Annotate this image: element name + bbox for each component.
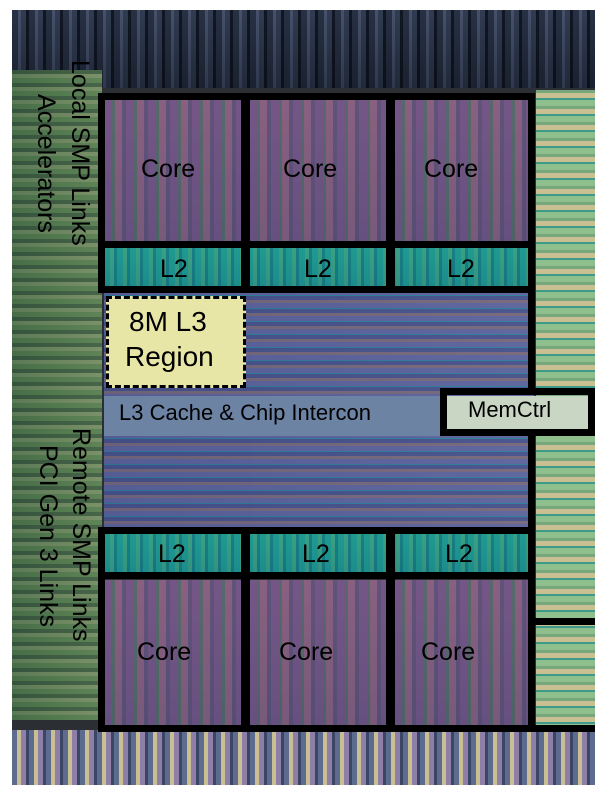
top-io-strip bbox=[12, 10, 595, 88]
remote-smp-links-label: Remote SMP Links bbox=[67, 428, 95, 642]
core-tile-die bbox=[249, 98, 392, 243]
memctrl-frame bbox=[440, 388, 595, 436]
l2-tile-die bbox=[104, 530, 534, 578]
l3-region-label-line1: 8M L3 bbox=[129, 306, 207, 337]
core-label-top-3: Core bbox=[424, 155, 479, 183]
right-divider-bottom bbox=[528, 433, 535, 732]
l2-tile-die bbox=[104, 244, 534, 292]
core-label-top-1: Core bbox=[141, 155, 196, 183]
core-tile-die bbox=[104, 580, 247, 725]
accelerators-label: Accelerators bbox=[32, 94, 60, 233]
core-label-bottom-2: Core bbox=[279, 638, 334, 666]
core-tile-die bbox=[104, 98, 247, 243]
l2-label-bottom-1: L2 bbox=[158, 540, 186, 568]
local-smp-links-label: Local SMP Links bbox=[66, 60, 94, 246]
right-ledge-lower bbox=[528, 725, 595, 732]
right-divider-top bbox=[528, 93, 535, 391]
l2-label-top-3: L2 bbox=[447, 255, 475, 283]
core-label-top-2: Core bbox=[283, 155, 338, 183]
l2-label-top-1: L2 bbox=[160, 255, 188, 283]
left-io-strip bbox=[12, 70, 102, 720]
core-label-bottom-1: Core bbox=[137, 638, 192, 666]
l2-label-bottom-2: L2 bbox=[302, 540, 330, 568]
bottom-io-strip bbox=[12, 730, 595, 785]
memctrl-label: MemCtrl bbox=[468, 397, 552, 422]
l2-label-top-2: L2 bbox=[304, 255, 332, 283]
core-label-bottom-3: Core bbox=[421, 638, 476, 666]
core-tile-die bbox=[394, 98, 534, 243]
core-tile-die bbox=[394, 580, 534, 725]
l3-cache-label: L3 Cache & Chip Intercon bbox=[119, 400, 371, 425]
core-tile-die bbox=[249, 580, 392, 725]
l2-label-bottom-3: L2 bbox=[445, 540, 473, 568]
right-ledge bbox=[528, 618, 595, 625]
l3-region-highlight bbox=[106, 296, 246, 388]
l3-region-label-line2: Region bbox=[125, 341, 214, 372]
die-photo bbox=[12, 10, 595, 785]
pci-gen3-links-label: PCI Gen 3 Links bbox=[34, 445, 62, 628]
